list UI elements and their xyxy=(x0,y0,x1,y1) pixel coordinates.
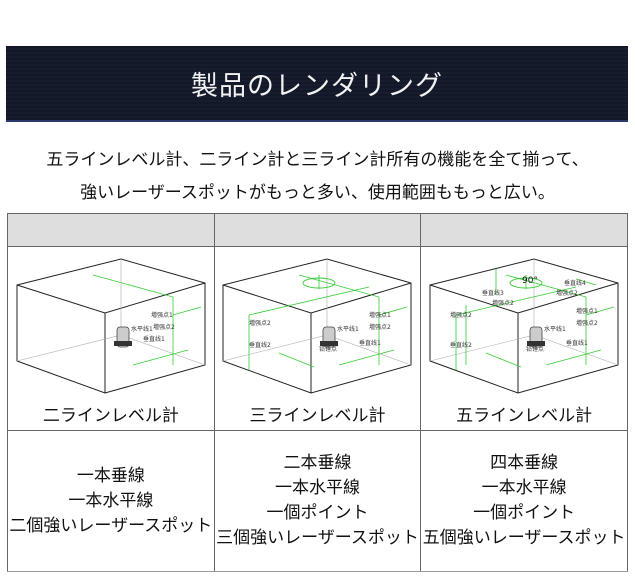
product-name: 二ラインレベル計 xyxy=(42,406,179,426)
table-header-row xyxy=(7,213,628,247)
header-cell xyxy=(213,213,422,247)
diagram-label: 増强点2 xyxy=(369,323,391,331)
diagram-label: 増强点2 xyxy=(450,311,472,319)
diagram-label: 90° xyxy=(522,276,538,286)
diagram-label: 垂直线1 xyxy=(359,339,381,347)
feature-text: 一本垂線 xyxy=(76,465,145,486)
product-name: 三ラインレベル計 xyxy=(249,406,386,426)
diagram-label: 増强点1 xyxy=(151,311,173,319)
feature-text: 一本水平線 xyxy=(481,478,567,498)
laser-spot-ring xyxy=(509,277,543,289)
feature-text: 一本水平線 xyxy=(274,478,360,498)
feature-text: 一本水平線 xyxy=(68,490,154,511)
diagram-label: 増强点2 xyxy=(153,323,175,331)
header-cell xyxy=(7,213,215,247)
diagram-label: 铅锤点 xyxy=(319,345,337,353)
title-banner: 製品のレンダリング xyxy=(6,46,628,122)
diagram-label: 増强点2 xyxy=(556,289,578,297)
features-row: 一本垂線 一本水平線 二個強いレーザースポット 二本垂線 一本水平線 一個ポイン… xyxy=(7,430,628,572)
laser-lines xyxy=(92,274,201,366)
diagram-label: 増强点1 xyxy=(576,307,598,315)
room-box-outline xyxy=(16,258,206,394)
intro-line-1: 五ラインレベル計、二ライン計と三ライン計所有の機能を全て揃って、 xyxy=(46,150,589,170)
feature-text: 一個ポイント xyxy=(473,503,576,523)
diagram-label: 垂直线2 xyxy=(450,341,472,349)
diagram-label: 増强点2 xyxy=(249,319,271,327)
device-base xyxy=(527,341,546,346)
diagram-label: 水平线1 xyxy=(131,325,153,333)
diagram-label: 垂直线4 xyxy=(564,279,586,287)
laser-spot-ring xyxy=(303,277,336,289)
feature-text: 四本垂線 xyxy=(490,453,559,473)
diagram-label: 铅锤点 xyxy=(526,345,544,353)
device-base xyxy=(113,341,132,346)
product-cell-3line: 増强点2 増强点1 水平线1 増强点2 垂直线2 铅锤点 垂直线1 三ラインレベル計 xyxy=(213,246,422,431)
diagram-label: 垂直线3 xyxy=(482,289,504,297)
feature-text: 二本垂線 xyxy=(283,453,352,473)
diagram-label: 増强点2 xyxy=(492,299,514,307)
features-cell-5line: 四本垂線 一本水平線 一個ポイント 五個強いレーザースポット xyxy=(420,430,628,572)
product-name: 五ラインレベル計 xyxy=(456,406,593,426)
feature-text: 一個ポイント xyxy=(266,503,369,523)
feature-text: 二個強いレーザースポット xyxy=(9,515,213,536)
features-cell-3line: 二本垂線 一本水平線 一個ポイント 三個強いレーザースポット xyxy=(213,430,422,572)
diagram-label: 垂直线2 xyxy=(249,341,271,349)
diagram-label: 垂直线1 xyxy=(566,339,588,347)
feature-text: 五個強いレーザースポット xyxy=(422,528,626,548)
three-line-diagram: 増强点2 増强点1 水平线1 増强点2 垂直线2 铅锤点 垂直线1 xyxy=(222,258,412,394)
diagram-label: 水平线1 xyxy=(544,325,566,333)
intro-line-2: 強いレーザースポットがもっと多い、使用範囲ももっと広い。 xyxy=(80,183,555,203)
diagram-label: 垂直线1 xyxy=(143,335,165,343)
product-cell-5line: 90° 垂直线3 垂直线4 増强点2 増强点2 増强点2 増强点1 水平线1 増强点2 垂直线2 铅… xyxy=(420,246,628,431)
laser-lines xyxy=(455,269,615,370)
banner-title: 製品のレンダリング xyxy=(191,70,443,102)
diagram-label: 増强点1 xyxy=(369,311,391,319)
header-cell xyxy=(420,213,628,247)
device-base xyxy=(320,341,339,346)
diagram-label: 水平线1 xyxy=(337,325,359,333)
diagram-label: 増强点2 xyxy=(576,319,598,327)
features-cell-2line: 一本垂線 一本水平線 二個強いレーザースポット xyxy=(7,430,215,572)
feature-text: 三個強いレーザースポット xyxy=(216,528,419,548)
five-line-diagram: 90° 垂直线3 垂直线4 増强点2 増强点2 増强点2 増强点1 水平线1 増强点2 垂直线2 铅… xyxy=(429,258,619,394)
laser-lines xyxy=(249,274,408,370)
